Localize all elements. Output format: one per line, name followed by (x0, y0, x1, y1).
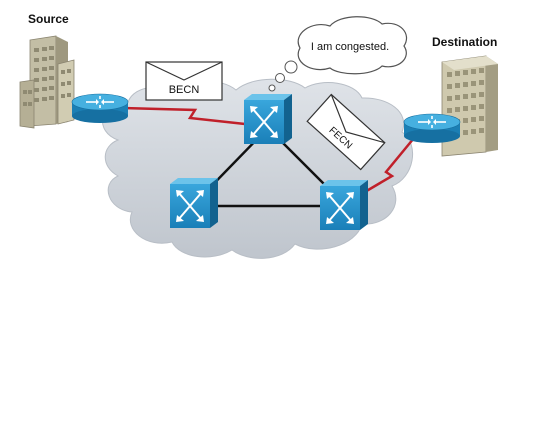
frame-relay-switch-left-icon (170, 178, 218, 228)
serial-link-source (121, 106, 246, 126)
destination-label: Destination (432, 35, 498, 49)
frame-relay-switch-right-icon (320, 180, 368, 230)
source-router-icon (71, 93, 129, 123)
destination-router-icon (403, 113, 461, 143)
becn-envelope-icon: BECN (145, 61, 223, 101)
becn-label: BECN (169, 84, 200, 96)
congestion-thought-bubble: I am congested. (268, 16, 408, 92)
frame-relay-switch-top-icon (244, 94, 292, 144)
source-building-icon (19, 35, 75, 129)
serial-link-destination (357, 137, 415, 198)
congestion-bubble-text: I am congested. (311, 41, 389, 53)
source-label: Source (28, 12, 69, 26)
